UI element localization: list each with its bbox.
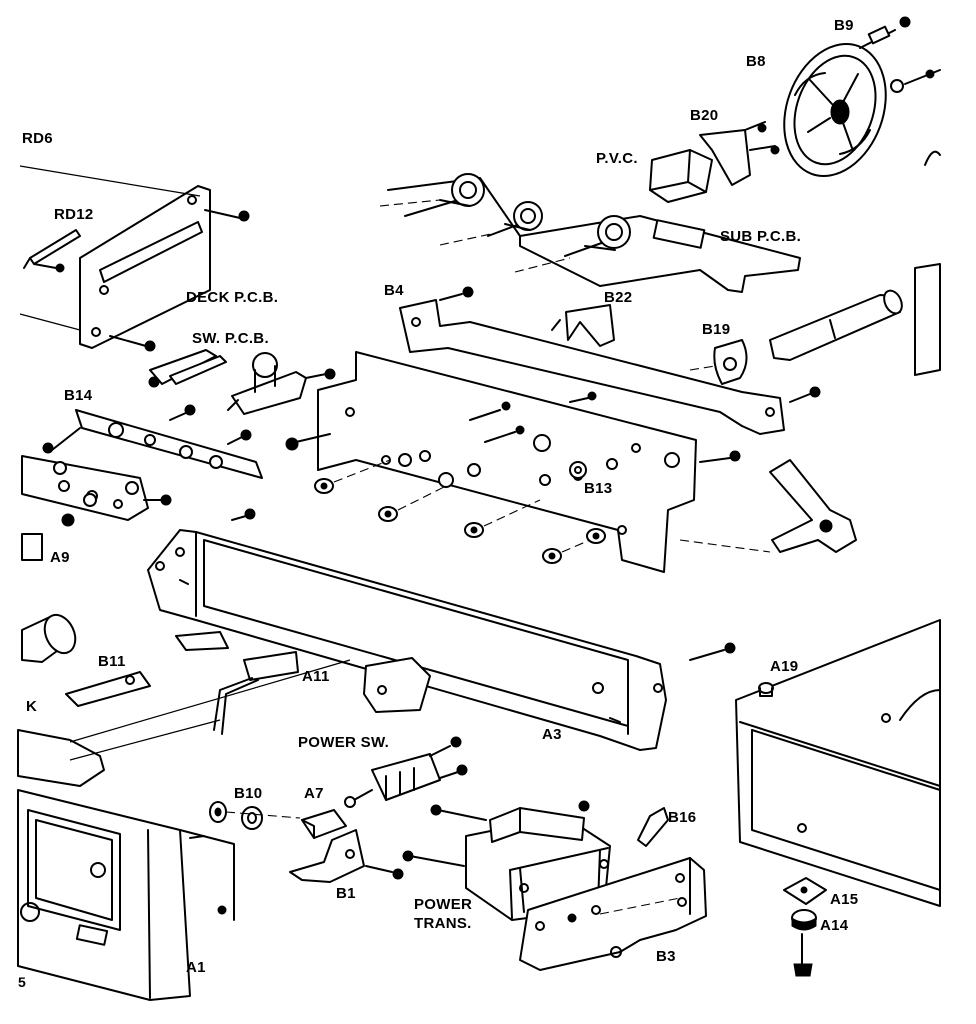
label-rd6: RD6 xyxy=(22,130,53,147)
power-switch xyxy=(344,736,468,808)
pvc-part xyxy=(649,149,713,203)
chassis-plate xyxy=(285,351,741,573)
washers-row xyxy=(314,459,606,564)
label-b3: B3 xyxy=(656,948,676,965)
rd12-rod xyxy=(23,229,81,273)
bracket-b20 xyxy=(699,121,780,186)
plate-b11 xyxy=(65,631,229,707)
bracket-b14 xyxy=(42,404,263,479)
label-a3: A3 xyxy=(542,726,562,743)
label-pvc: P.V.C. xyxy=(596,150,638,167)
label-power-trans-2: TRANS. xyxy=(414,915,472,932)
label-power-trans-1: POWER xyxy=(414,896,473,913)
label-b11: B11 xyxy=(98,653,126,670)
label-b1: B1 xyxy=(336,885,356,902)
label-a19: A19 xyxy=(770,658,799,675)
reel-b8 xyxy=(783,43,887,177)
nut-b10 xyxy=(209,801,301,830)
label-a7: A7 xyxy=(304,785,324,802)
foot-parts-a14-a15 xyxy=(783,877,827,977)
right-edge-panel xyxy=(914,150,941,376)
label-b14: B14 xyxy=(64,387,93,404)
cylinder-part xyxy=(21,613,77,663)
bracket-b22 xyxy=(551,304,615,347)
label-sub-pcb: SUB P.C.B. xyxy=(720,228,802,245)
label-b9: B9 xyxy=(834,17,854,34)
part-a7 xyxy=(301,809,347,839)
power-transformer xyxy=(402,800,611,921)
label-b4: B4 xyxy=(384,282,404,299)
label-sw-pcb: SW. P.C.B. xyxy=(192,330,269,347)
long-guide-lines xyxy=(69,659,351,761)
cable-a11 xyxy=(213,651,299,735)
label-a14: A14 xyxy=(820,917,849,934)
label-b22: B22 xyxy=(604,289,633,306)
label-power-sw: POWER SW. xyxy=(298,734,390,751)
label-a9: A9 xyxy=(50,549,70,566)
cam-b19 xyxy=(689,339,748,385)
foot-a19 xyxy=(758,682,774,697)
bracket-b3 xyxy=(519,807,707,971)
label-b16: B16 xyxy=(668,809,697,826)
label-a11: A11 xyxy=(302,668,330,685)
deck-pcb xyxy=(79,185,250,352)
frame-a3 xyxy=(147,508,736,751)
label-a1: A1 xyxy=(186,959,206,976)
bracket-b4 xyxy=(399,286,821,435)
left-plate-a9 xyxy=(21,455,172,561)
cabinet-case xyxy=(735,619,941,907)
label-a15: A15 xyxy=(830,891,859,908)
pots-row xyxy=(379,173,631,273)
label-k: K xyxy=(26,698,38,715)
label-deck-pcb: DECK P.C.B. xyxy=(186,289,279,306)
label-b20: B20 xyxy=(690,107,719,124)
label-b10: B10 xyxy=(234,785,263,802)
label-rd12: RD12 xyxy=(54,206,94,223)
rd6-guide-lines xyxy=(19,165,201,331)
label-b13: B13 xyxy=(584,480,613,497)
screw-b9 xyxy=(859,16,941,93)
label-b8: B8 xyxy=(746,53,766,70)
rod-shaft xyxy=(769,289,903,361)
label-edge-5: 5 xyxy=(18,974,27,990)
sw-pcb-assembly xyxy=(148,349,336,415)
label-b19: B19 xyxy=(702,321,731,338)
bracket-b1 xyxy=(289,829,404,883)
front-panel-a1 xyxy=(17,729,235,1001)
lever-arm xyxy=(679,459,857,553)
